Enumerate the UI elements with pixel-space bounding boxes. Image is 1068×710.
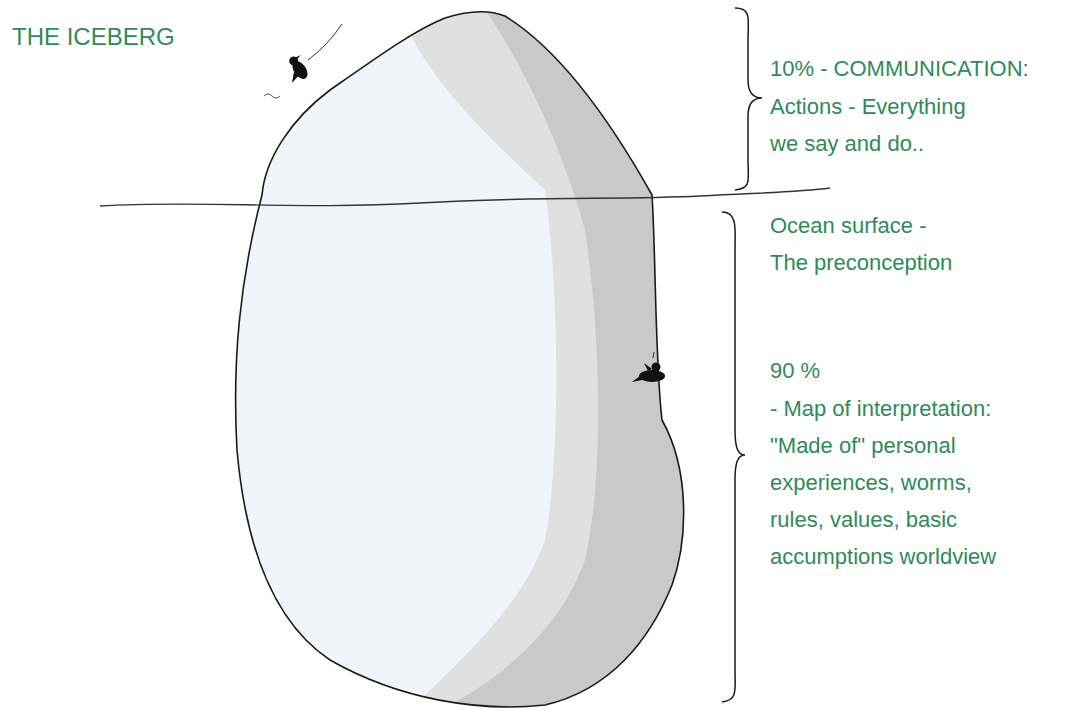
ocean-surface-line	[100, 188, 830, 206]
surface-note: Ocean surface - The preconception	[770, 207, 955, 281]
splash-mark	[264, 94, 280, 98]
bracket-bottom	[722, 212, 745, 702]
iceberg-outline	[236, 12, 684, 707]
label-holder: - Map of interpretation: "Made of" perso…	[770, 390, 1002, 575]
label-holder: 90 %	[770, 352, 820, 389]
penguin-top	[280, 52, 313, 86]
fishing-line	[308, 24, 342, 60]
penguin-side	[632, 352, 665, 382]
iceberg-shade-dark	[440, 0, 720, 710]
bracket-top	[735, 8, 762, 190]
label-holder: Ocean surface - The preconception	[770, 207, 955, 281]
label-holder: THE ICEBERG	[12, 20, 175, 54]
section-note: Actions - Everything we say and do..	[770, 88, 985, 162]
iceberg-shade-light	[400, 0, 720, 710]
section-note: - Map of interpretation: "Made of" perso…	[770, 390, 1002, 575]
section-heading: 90 %	[770, 352, 820, 389]
label-holder: Actions - Everything we say and do..	[770, 88, 985, 162]
section-heading: 10% - COMMUNICATION:	[770, 50, 1029, 87]
label-holder: 10% - COMMUNICATION:	[770, 50, 1029, 87]
diagram-title: THE ICEBERG	[12, 20, 175, 54]
